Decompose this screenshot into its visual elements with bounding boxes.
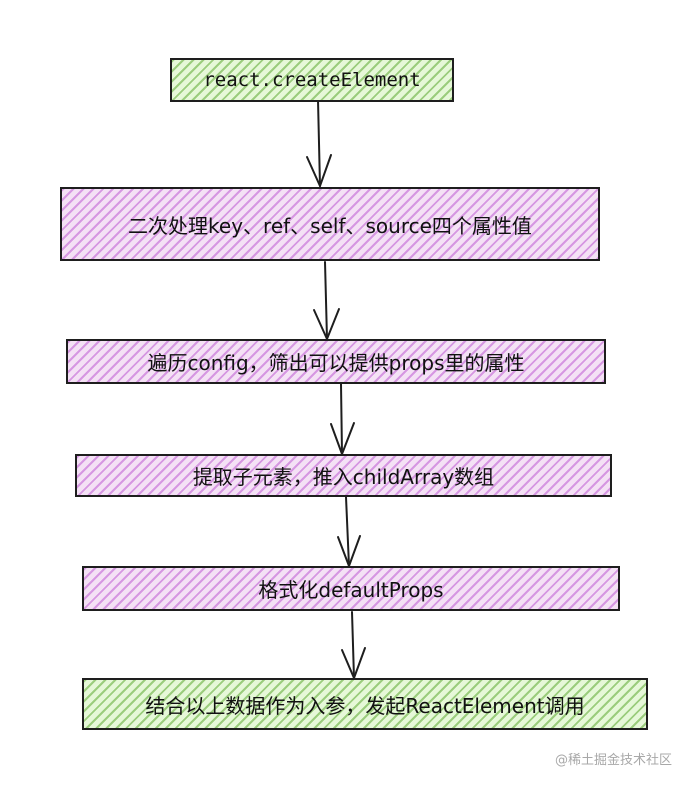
node-traverse-config: 遍历config，筛出可以提供props里的属性 xyxy=(66,339,606,384)
node-label: 结合以上数据作为入参，发起ReactElement调用 xyxy=(145,693,585,718)
node-default-props: 格式化defaultProps xyxy=(82,566,620,611)
edge-n3-n4 xyxy=(330,383,355,457)
node-create-element: react.createElement xyxy=(170,58,454,102)
node-label: 提取子元素，推入childArray数组 xyxy=(192,465,495,489)
edge-n1-n2 xyxy=(306,99,332,189)
node-extract-children: 提取子元素，推入childArray数组 xyxy=(75,454,612,497)
node-label: 格式化defaultProps xyxy=(258,578,444,602)
node-label: 遍历config，筛出可以提供props里的属性 xyxy=(147,351,525,375)
watermark: @稀土掘金技术社区 xyxy=(554,753,672,768)
node-label: react.createElement xyxy=(203,69,421,91)
node-label: 二次处理key、ref、self、source四个属性值 xyxy=(128,213,532,238)
node-process-special-props: 二次处理key、ref、self、source四个属性值 xyxy=(60,187,600,261)
edge-n2-n3 xyxy=(313,261,340,342)
node-react-element-call: 结合以上数据作为入参，发起ReactElement调用 xyxy=(82,678,648,730)
edge-n5-n6 xyxy=(341,611,366,681)
edge-n4-n5 xyxy=(337,496,361,569)
